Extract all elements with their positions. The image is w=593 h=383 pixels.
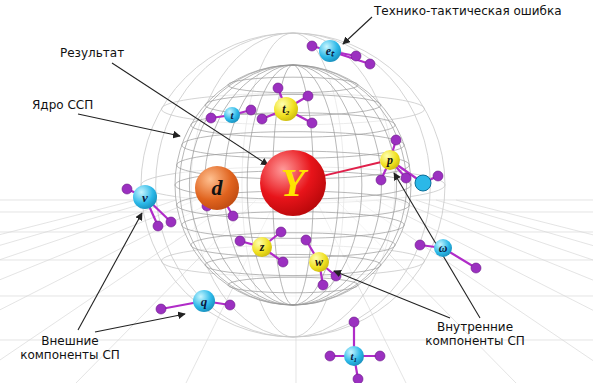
ball-letter: ω [439,242,448,254]
sphere-outline [175,65,411,305]
component-ball: v [133,185,157,209]
floor-line [456,200,593,383]
ball-letter: d [212,177,223,199]
purple-component [365,59,375,69]
purple-component [391,135,401,145]
purple-component [276,227,286,237]
purple-component [433,171,443,181]
component-ball: t₁ [344,346,364,366]
sphere-outline [141,33,445,337]
purple-component [301,235,311,245]
purple-component [122,184,132,194]
leader-arrow [78,114,180,136]
purple-component [471,263,481,273]
purple-component [325,351,335,361]
purple-component [351,51,361,61]
purple-component [318,280,328,290]
purple-component [246,105,256,115]
purple-component [278,257,288,267]
purple-component [303,91,313,101]
purple-component [307,118,317,128]
component-ball: ω [434,239,452,257]
purple-component [307,41,317,51]
link-line [325,162,380,175]
sphere-parallel [205,254,381,275]
purple-component [166,217,176,227]
purple-component [331,271,341,281]
callout-label: Внешние компоненты СП [10,334,130,362]
ball-letter: t [230,110,233,121]
leader-arrow [112,63,268,165]
sphere-meridian [189,65,396,305]
purple-component [235,236,245,246]
sphere-meridian [179,65,406,305]
component-ball: d [195,166,239,210]
purple-component [257,114,267,124]
floor-line [416,200,593,383]
callout-label: Технико-тактическая ошибка [374,4,574,18]
ball-letter: q [201,295,208,308]
component-ball: t₂ [274,97,298,121]
sphere-parallel [228,77,358,93]
floor-line [436,200,593,383]
purple-component [415,240,425,250]
leader-arrow [394,173,480,318]
callout-label: Внутренние компоненты СП [420,320,530,348]
component-ball: Y [260,150,326,216]
sphere-parallel [191,233,395,258]
purple-component [353,374,363,383]
purple-component [401,173,411,183]
leader-arrow [334,271,450,318]
component-ball: t [224,107,240,123]
component-ball: p [380,150,400,170]
ball-letter: eₜ [326,45,334,57]
ball-letter: Y [281,163,305,203]
purple-component [273,83,283,93]
purple-component [375,351,385,361]
purple-component [206,113,216,123]
component-ball: w [309,252,329,272]
leader-arrow [343,17,372,44]
purple-component [228,211,238,221]
purple-component [376,175,386,185]
cyan-component [415,175,431,191]
sphere-meridian [156,33,431,337]
floor-line [0,200,156,383]
ball-letter: w [315,256,323,268]
component-ball: z [252,237,272,257]
ball-letter: t₂ [282,103,290,115]
component-ball: eₜ [319,40,341,62]
purple-component [349,317,359,327]
callout-label: Ядро ССП [32,98,122,112]
sphere-meridian [224,65,362,305]
sphere-meridian [247,65,339,305]
ball-letter: v [142,191,148,204]
floor-line [0,200,136,383]
purple-component [225,300,235,310]
ball-letter: z [260,241,265,253]
leader-arrow [78,213,142,330]
leader-arrow [95,314,185,332]
purple-component [156,304,166,314]
ball-letter: t₁ [351,351,358,362]
component-ball: q [193,290,215,312]
callout-label: Результат [60,46,150,60]
ball-letter: p [387,154,393,166]
purple-component [153,221,163,231]
